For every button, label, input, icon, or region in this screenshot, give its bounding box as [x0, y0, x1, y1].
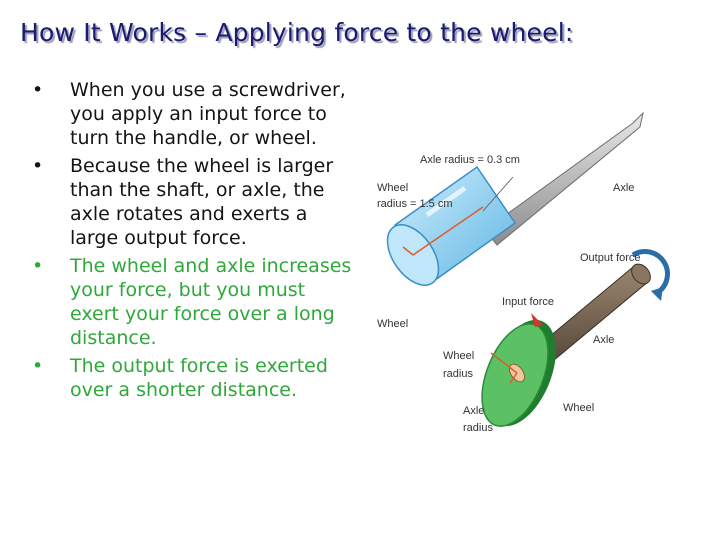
- figure-svg: Axle radius = 0.3 cm Wheel radius = 1.5 …: [377, 111, 670, 434]
- screwdriver-illustration: [386, 111, 644, 286]
- bullet-item: • The output force is exerted over a sho…: [28, 354, 358, 402]
- wheel-radius-line: [412, 206, 484, 256]
- bullet-item: • When you use a screwdriver, you apply …: [28, 78, 358, 150]
- bullet-text: Because the wheel is larger than the sha…: [70, 155, 334, 249]
- axle-radius-pointer: [482, 176, 514, 212]
- wheel-axle-figure: Axle radius = 0.3 cm Wheel radius = 1.5 …: [365, 105, 705, 445]
- bullet-dot: •: [32, 355, 44, 377]
- screwdriver-handle: [386, 165, 517, 286]
- input-force-arrow: [531, 313, 543, 327]
- label-input-force: Input force: [502, 296, 554, 308]
- bullet-dot: •: [32, 79, 44, 101]
- handle-highlight: [425, 185, 467, 218]
- label-axle-radius: Axle radius = 0.3 cm: [420, 154, 520, 166]
- bullet-dot: •: [32, 155, 44, 177]
- bullet-dot: •: [32, 255, 44, 277]
- bullet-text: When you use a screwdriver, you apply an…: [70, 79, 346, 149]
- label-axle-radius-b: radius: [463, 422, 493, 434]
- label-axle-bottom: Axle: [593, 334, 614, 346]
- bullet-text: The wheel and axle increases your force,…: [70, 255, 352, 349]
- axle-end: [631, 263, 651, 285]
- label-output-force: Output force: [580, 252, 641, 264]
- wheel-radius-marker: [402, 246, 414, 256]
- wheel-radius-line-2: [490, 352, 518, 374]
- output-force-arrowhead: [651, 287, 663, 301]
- label-wheel-radius-b: radius: [443, 368, 473, 380]
- bullet-item: • Because the wheel is larger than the s…: [28, 154, 358, 250]
- label-wheel-screwdriver: Wheel: [377, 318, 408, 330]
- label-wheel-bottom: Wheel: [563, 402, 594, 414]
- wheel-axle-illustration: [481, 249, 670, 427]
- label-wheel-radius-1: Wheel: [377, 182, 408, 194]
- axle-radius-line: [509, 372, 518, 384]
- label-wheel-radius-a: Wheel: [443, 350, 474, 362]
- output-force-arrow: [631, 249, 670, 296]
- bullet-text: The output force is exerted over a short…: [70, 355, 328, 401]
- slide-title: How It Works – Applying force to the whe…: [20, 18, 574, 47]
- label-wheel-radius-2: radius = 1.5 cm: [377, 198, 453, 210]
- bullet-item: • The wheel and axle increases your forc…: [28, 254, 358, 350]
- label-axle-radius-a: Axle: [463, 405, 484, 417]
- bullet-list: • When you use a screwdriver, you apply …: [28, 78, 358, 406]
- screwdriver-shaft: [484, 111, 644, 246]
- label-axle-top: Axle: [613, 182, 634, 194]
